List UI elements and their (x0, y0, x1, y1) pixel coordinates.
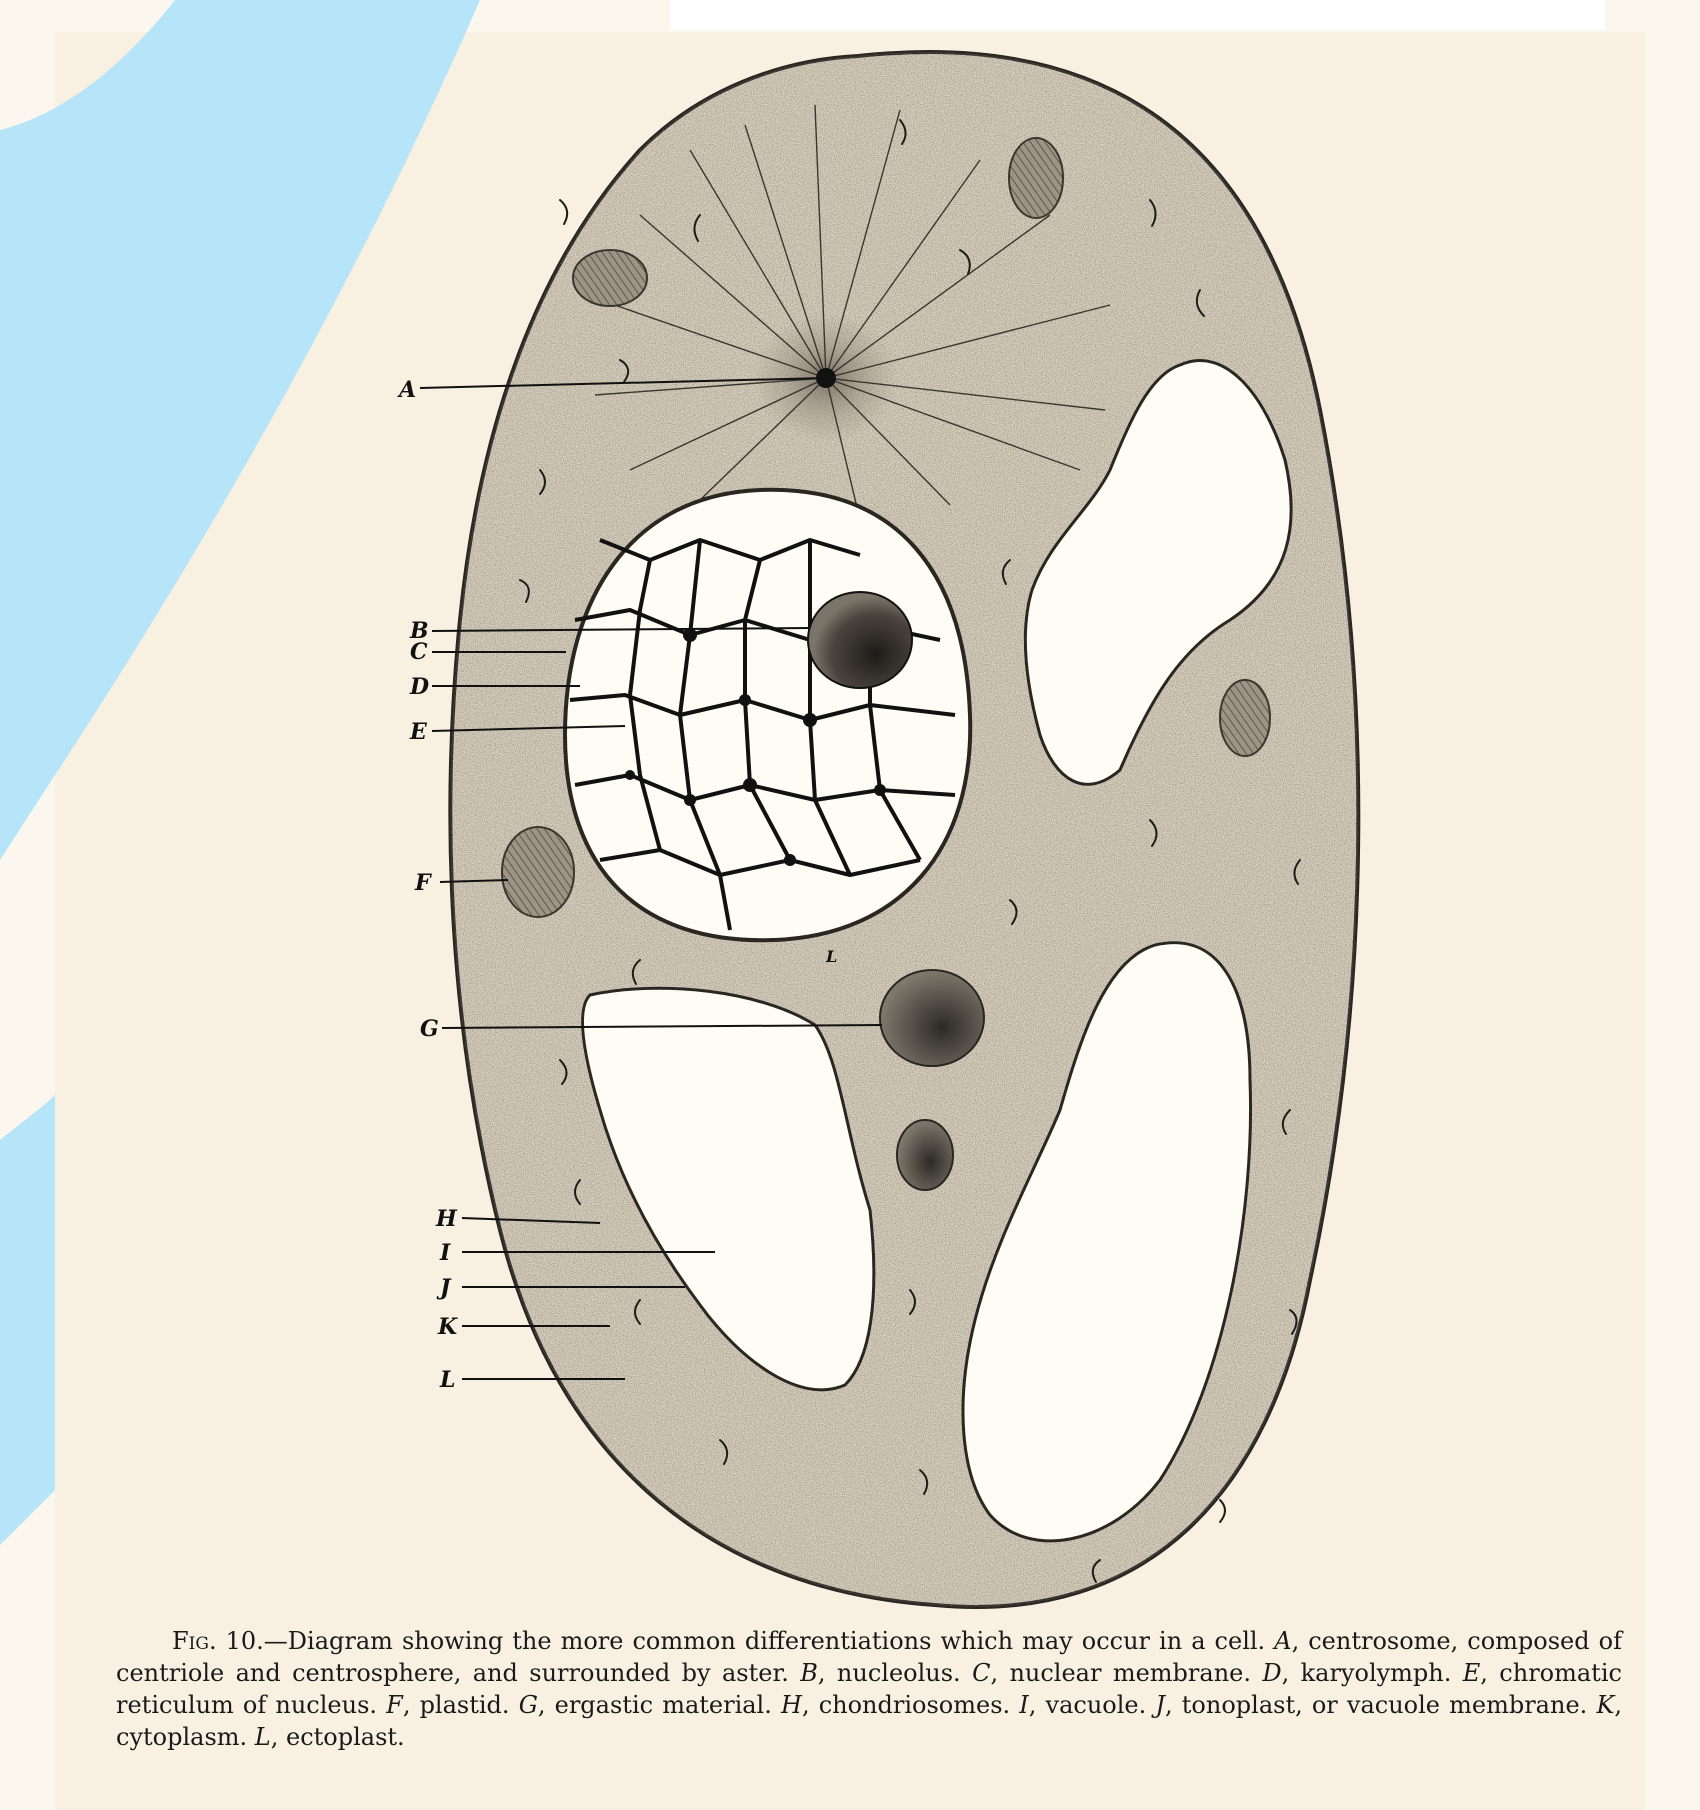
label-L-interior: L (825, 947, 837, 966)
label-H: H (435, 1206, 458, 1232)
caption-item: I, vacuole. (1019, 1691, 1146, 1719)
label-K: K (437, 1314, 458, 1340)
scan-top-white-strip (670, 0, 1605, 30)
plastid (502, 827, 574, 917)
caption-item: C, nuclear membrane. (972, 1659, 1251, 1687)
caption-item: D, karyolymph. (1262, 1659, 1451, 1687)
label-L: L (439, 1367, 455, 1393)
label-G: G (420, 1016, 439, 1042)
caption-item: J, tonoplast, or vacuole membrane. (1155, 1691, 1587, 1719)
label-E: E (409, 719, 428, 745)
caption-text: Fig. 10.—Diagram showing the more common… (116, 1625, 1622, 1753)
plastid (1009, 138, 1063, 218)
label-F: F (414, 870, 432, 896)
nucleolus (808, 592, 912, 688)
figure-caption: Fig. 10.—Diagram showing the more common… (116, 1625, 1622, 1753)
label-A: A (397, 377, 416, 403)
decorative-blue-arc-bottom (0, 1095, 55, 1545)
label-D: D (409, 674, 429, 700)
caption-fig-prefix: Fig. (172, 1627, 217, 1655)
ergastic-material (880, 970, 984, 1066)
ergastic-material (897, 1120, 953, 1190)
caption-item: F, plastid. (386, 1691, 509, 1719)
plastid (1220, 680, 1270, 756)
caption-fig-rest: 10.—Diagram showing the more common diff… (217, 1627, 1266, 1655)
caption-item: L, ectoplast. (255, 1723, 405, 1751)
label-C: C (410, 639, 428, 665)
caption-item: B, nucleolus. (800, 1659, 960, 1687)
plastid (573, 250, 647, 306)
caption-item: G, ergastic material. (519, 1691, 772, 1719)
caption-item: H, chondriosomes. (781, 1691, 1010, 1719)
label-I: I (439, 1240, 451, 1266)
